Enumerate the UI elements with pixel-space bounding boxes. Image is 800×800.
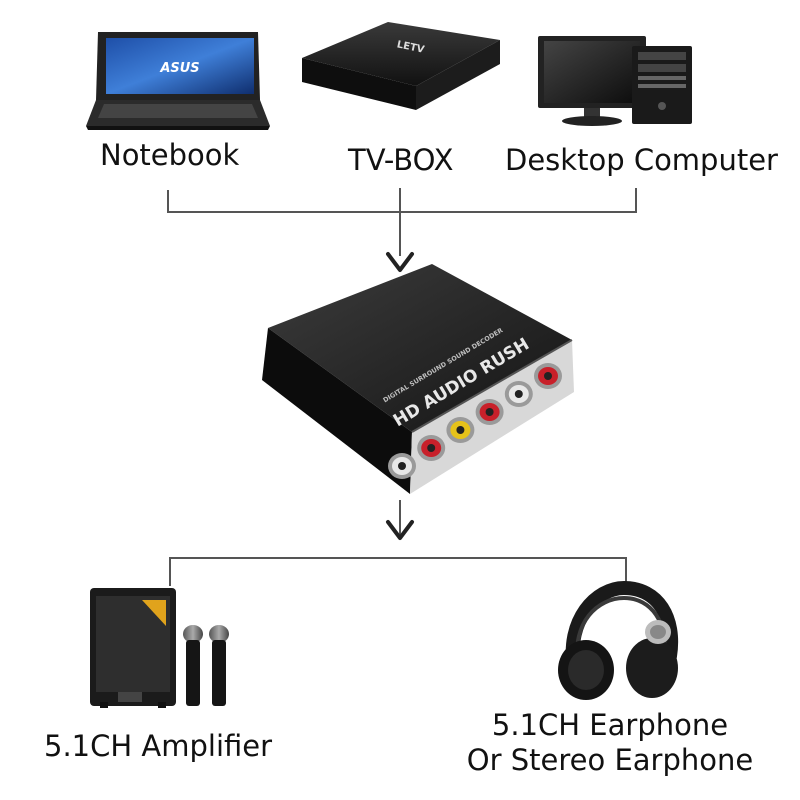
tvbox-icon: LETV	[302, 22, 500, 110]
amplifier-label: 5.1CH Amplifier	[44, 729, 273, 763]
rca-jack-socket	[427, 444, 436, 452]
earphone-label: 5.1CH Earphone Or Stereo Earphone	[460, 708, 760, 778]
headphones-icon	[558, 580, 679, 700]
microphone-icon	[183, 625, 229, 706]
notebook-screen-logo: ASUS	[159, 61, 199, 76]
input-arrow-icon	[386, 252, 414, 272]
audio-decoder-device: HD AUDIO RUSH DIGITAL SURROUND SOUND DEC…	[262, 264, 574, 494]
tvbox-label: TV-BOX	[348, 143, 454, 177]
desktop-computer-icon	[538, 36, 692, 126]
rca-jack-socket	[398, 462, 406, 470]
desktop-computer-label: Desktop Computer	[505, 143, 778, 177]
output-arrow-icon	[386, 520, 414, 540]
input-connector-lines	[167, 188, 637, 256]
earphone-label-line1: 5.1CH Earphone	[491, 708, 729, 742]
rca-jack-socket	[544, 372, 552, 380]
rca-jack-row	[388, 363, 562, 479]
output-connector-lines	[169, 557, 627, 586]
rca-jack-socket	[514, 390, 523, 398]
rca-jack-socket	[456, 426, 465, 434]
notebook-label: Notebook	[100, 138, 240, 172]
amplifier-speaker-icon	[90, 588, 176, 708]
notebook-icon: ASUS	[86, 32, 270, 130]
earphone-label-line2: Or Stereo Earphone	[466, 742, 754, 777]
rca-jack-socket	[485, 408, 494, 416]
